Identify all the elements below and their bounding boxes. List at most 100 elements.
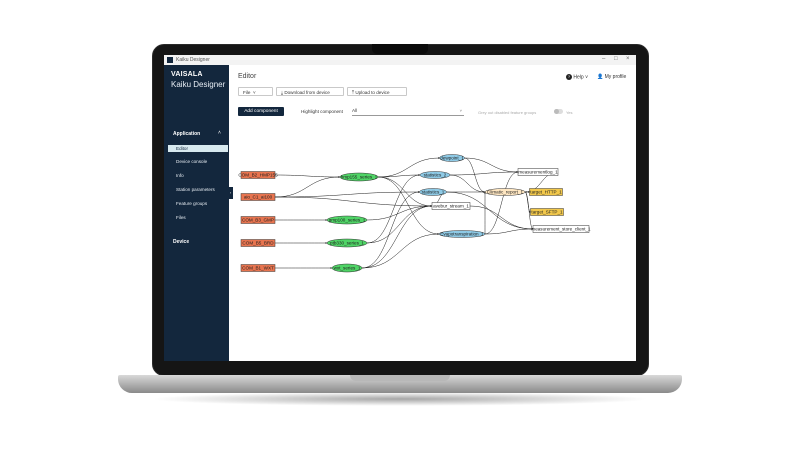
graph-edge [449,174,486,193]
camera-notch [372,44,428,54]
graph-node-aio-c1[interactable]: aio_C1_ai100 [240,193,276,201]
graph-node-shape [529,188,563,196]
download-icon: ⤓ [281,90,285,95]
graph-node-shape [530,208,564,216]
graph-edge [366,174,421,244]
profile-menu[interactable]: 👤 My profile [597,74,626,80]
graph-node-sftp[interactable]: target_SFTP_1 [530,208,564,216]
graph-node-gmp-series[interactable]: gmp100_series_1 [326,215,368,225]
graph-node-shape [339,172,379,182]
graph-node-label: COM_B3_GMP [242,218,274,223]
graph-edge [524,191,534,230]
close-icon[interactable]: × [626,56,630,62]
graph-edge [274,176,341,198]
graph-node-http[interactable]: target_HTTP_1 [529,188,563,196]
graph-node-shape [419,171,451,179]
graph-node-stats1[interactable]: statistics_1 [419,188,447,196]
user-icon: 👤 [597,74,604,80]
graph-node-shape [439,154,465,162]
graph-node-label: Evapotranspiration_1 [440,232,484,237]
graph-edge [366,205,433,221]
chevron-up-icon[interactable]: ˄ [218,130,221,136]
toggle-text: Yes [566,110,573,115]
graph-edge [274,174,341,178]
graph-edge [377,176,440,235]
graph-node-shape [532,225,590,233]
toggle-knob [554,109,559,114]
graph-node-shape [484,188,526,196]
file-button[interactable]: File ˅ [238,87,273,96]
sidebar-collapse-icon[interactable]: ‹ [228,187,233,199]
graph-node-store[interactable]: measurement_store_client_1 [531,225,591,233]
graph-edge [377,176,433,207]
graph-edge [464,157,519,173]
graph-node-avebur[interactable]: avebur_stream_1 [431,202,471,210]
graph-node-label: target_HTTP_1 [530,190,562,195]
graph-node-evapo[interactable]: Evapotranspiration_1 [438,230,486,238]
window-titlebar: Kaiku Designer – □ × [164,55,636,65]
graph-node-label: target_SFTP_1 [531,210,563,215]
graph-node-synop[interactable]: Climatic_report_1 [484,188,526,196]
app-logo-icon [167,57,173,63]
graph-edge [361,233,440,269]
graph-node-com-b5[interactable]: COM_B5_BRD [240,239,276,247]
graph-node-label: statistics_2 [424,173,447,178]
graph-edge [484,228,534,235]
brand-logo: VAISALA [171,71,203,78]
highlight-select[interactable]: All ˅ [352,107,464,116]
highlight-value: All [352,108,358,113]
graph-node-shape [419,188,447,196]
graph-node-mlog[interactable]: measurementlog_1 [517,168,559,176]
graph-node-label: gmp100_series_1 [329,218,366,223]
nav-application[interactable]: Application [173,131,201,137]
graph-edge [469,205,534,230]
help-menu[interactable]: ? Help ˅ [566,74,588,80]
chevron-down-icon: ˅ [459,108,462,113]
sidebar-item-editor[interactable]: Editor [168,145,228,152]
sidebar-item-files[interactable]: Files [176,215,186,220]
graph-node-label: aio_C1_ai100 [244,195,273,200]
upload-icon: ⤒ [352,90,356,95]
graph-node-shape [517,168,559,176]
graph-node-com-b1[interactable]: COM_B1_WXT [240,264,276,272]
grey-out-toggle[interactable] [554,109,563,114]
graph-node-stats2[interactable]: statistics_2 [419,171,451,179]
graph-node-shape [240,193,276,201]
graph-node-shape [326,215,368,225]
graph-node-dewpoint[interactable]: dewpoint_1 [439,154,465,162]
graph-node-com-b3[interactable]: COM_B3_GMP [240,216,276,224]
graph-node-shape [240,239,276,247]
graph-node-label: measurementlog_1 [518,170,558,175]
sidebar-item-station-parameters[interactable]: Station parameters [176,187,215,192]
graph-edge [464,157,486,193]
graph-node-hmp-series[interactable]: hmp155_series_1 [339,172,379,182]
graph-edge [484,171,519,235]
laptop-shadow [150,392,650,406]
graph-edge [446,191,534,230]
graph-node-brd-series[interactable]: ptb330_series_1 [326,238,368,248]
graph-node-label: hmp155_series_1 [341,175,378,180]
add-component-button[interactable]: Add component [238,107,284,116]
graph-node-wxt-series[interactable]: wxt_series_1 [331,263,363,273]
maximize-icon[interactable]: □ [614,56,618,62]
sidebar-item-feature-groups[interactable]: Feature groups [176,201,208,206]
graph-node-label: wxt_series_1 [334,266,361,271]
sidebar-item-info[interactable]: Info [176,173,184,178]
sidebar-item-device-console[interactable]: Device console [176,159,208,164]
graph-node-label: statistics_1 [422,190,445,195]
laptop-base [118,375,682,393]
chevron-down-icon: ˅ [585,74,588,81]
download-button[interactable]: ⤓ Download from device [276,87,344,96]
nav-device[interactable]: Device [173,239,190,245]
minimize-icon[interactable]: – [602,56,606,62]
graph-edge [274,196,433,207]
highlight-label: Highlight component [301,109,343,114]
graph-edge [274,191,420,198]
profile-label: My profile [604,74,627,80]
graph-node-label: measurement_store_client_1 [531,227,591,232]
graph-node-com-b2[interactable]: COM_B2_HMP155 [238,171,278,179]
graph-edge [366,205,433,244]
graph-node-shape [240,216,276,224]
upload-button[interactable]: ⤒ Upload to device [347,87,407,96]
